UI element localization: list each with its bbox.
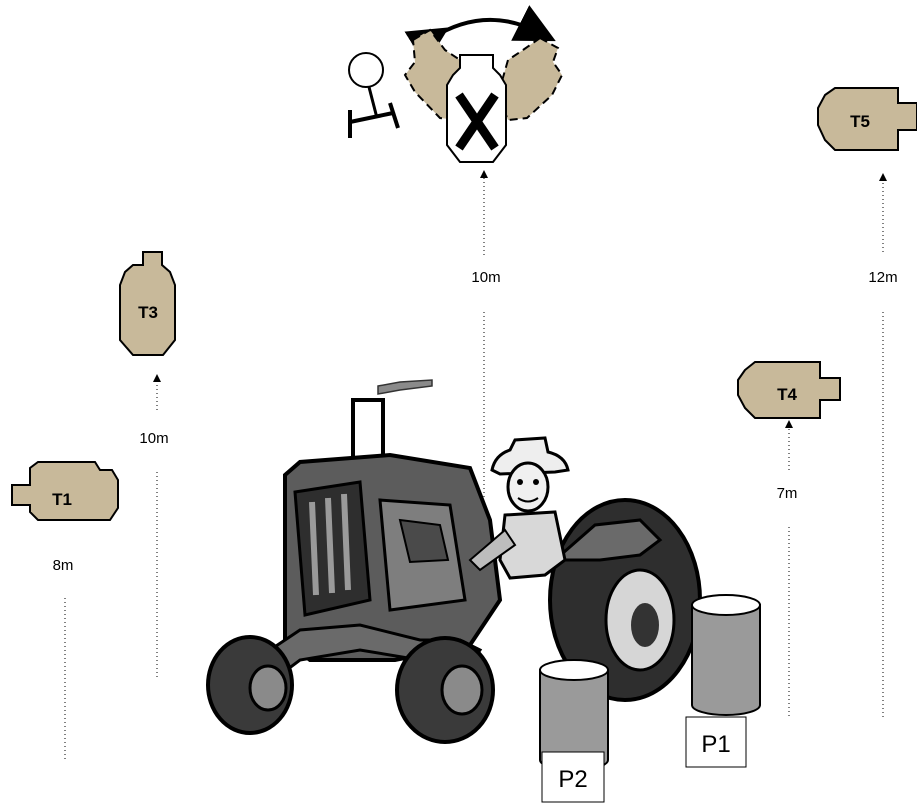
- swinging-target-group: 10m: [348, 5, 564, 520]
- barrel-p2: [539, 659, 609, 771]
- t5-distance-label: 12m: [868, 269, 897, 286]
- target-t4: T4: [737, 361, 841, 419]
- target-t1: T1: [11, 461, 119, 521]
- position-p2-box: P2: [541, 751, 605, 803]
- t5-label: T5: [850, 112, 870, 131]
- p1-label: P1: [701, 731, 730, 758]
- target-t3: T3: [119, 251, 176, 356]
- t1-distance-label: 8m: [53, 557, 74, 574]
- target-t5: T5: [817, 87, 917, 151]
- swing-arrow-icon: [404, 5, 556, 66]
- popper-icon: [348, 52, 400, 138]
- t4-label: T4: [777, 385, 797, 404]
- swing-position-right: [496, 36, 564, 122]
- t3-distance-label: 10m: [139, 430, 168, 447]
- farmer-icon: [468, 436, 570, 580]
- t4-distance-label: 7m: [777, 485, 798, 502]
- t1-label: T1: [52, 490, 72, 509]
- p2-label: P2: [558, 766, 587, 793]
- swinging-target-icon: [446, 54, 507, 163]
- t3-label: T3: [138, 303, 158, 322]
- barrel-p1: [691, 594, 761, 716]
- position-p1-box: P1: [685, 716, 747, 768]
- tractor-icon: [206, 379, 702, 744]
- center-distance-label: 10m: [471, 269, 500, 286]
